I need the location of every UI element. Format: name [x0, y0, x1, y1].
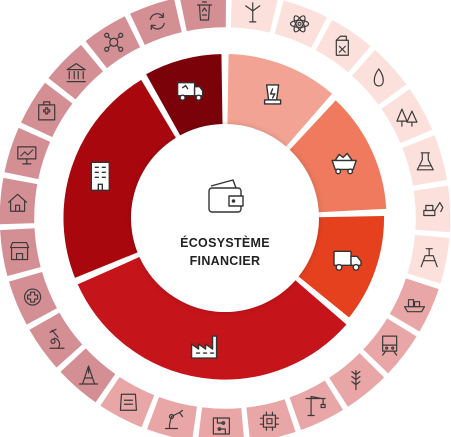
office-building-icon [90, 161, 111, 191]
outer-segment [327, 351, 387, 409]
truck-icon [333, 250, 362, 271]
outer-segment [229, 0, 280, 35]
excavator-icon [423, 201, 444, 217]
outer-segment [0, 176, 40, 226]
circuit-board-icon [212, 417, 230, 435]
center-title-line2: FINANCIER [190, 254, 261, 268]
recycling-truck-icon [176, 81, 204, 101]
atom-icon [289, 15, 310, 33]
microscope-icon [49, 328, 65, 349]
factory-icon [190, 335, 218, 359]
outer-segment [313, 17, 373, 75]
outer-segment [400, 133, 449, 188]
center-title-line1: ÉCOSYSTÈME [180, 235, 270, 250]
wheat-icon [351, 370, 361, 391]
oil-drop-icon [373, 68, 384, 87]
outer-segment [18, 80, 75, 140]
cargo-ship-icon [403, 299, 426, 313]
outer-segment [0, 226, 43, 278]
hospital-icon [38, 101, 56, 121]
inner-ring [61, 52, 389, 382]
outer-segment [128, 0, 184, 47]
outer-segment [178, 0, 228, 33]
outer-segment [2, 125, 53, 181]
medical-icon [24, 288, 42, 306]
wind-turbine-icon [245, 2, 261, 23]
outer-segment [244, 397, 298, 437]
outer-segment [98, 374, 157, 430]
center-hub: ÉCOSYSTÈME FINANCIER [131, 124, 319, 312]
outer-segment [349, 47, 409, 107]
presentation-board-icon [17, 146, 37, 165]
outer-segment [387, 276, 441, 334]
outer-segment [196, 405, 246, 437]
outer-segment [58, 346, 118, 405]
bank-icon [66, 63, 86, 83]
robot-arm-icon [164, 409, 184, 430]
forest-icon [396, 108, 418, 127]
train-icon [382, 335, 398, 356]
outer-segment [361, 316, 419, 376]
outer-segment [46, 42, 106, 102]
outer-segment [83, 14, 143, 71]
oil-platform-icon [420, 248, 438, 268]
outer-segment [379, 86, 435, 146]
outer-segment [405, 233, 451, 286]
recycle-icon [149, 12, 165, 30]
cement-bag-icon [119, 393, 138, 411]
outer-segment [27, 310, 85, 370]
outer-segment [145, 395, 199, 437]
recycle-bin-icon [196, 1, 213, 21]
network-icon [104, 32, 124, 52]
fuel-can-icon [335, 35, 349, 56]
house-icon [7, 193, 28, 212]
outer-segment [412, 183, 451, 234]
chemistry-flask-icon [416, 152, 434, 171]
shop-icon [9, 241, 30, 261]
power-plant-icon [263, 84, 282, 105]
inner-segment-waste [143, 52, 225, 139]
crane-icon [305, 395, 326, 417]
wallet-icon [208, 179, 244, 213]
outer-segment [287, 378, 346, 432]
microchip-icon [259, 411, 280, 431]
outer-segment [7, 270, 59, 327]
outer-segment [272, 0, 330, 50]
mine-cart-icon [331, 152, 357, 175]
drilling-rig-icon [78, 365, 99, 385]
